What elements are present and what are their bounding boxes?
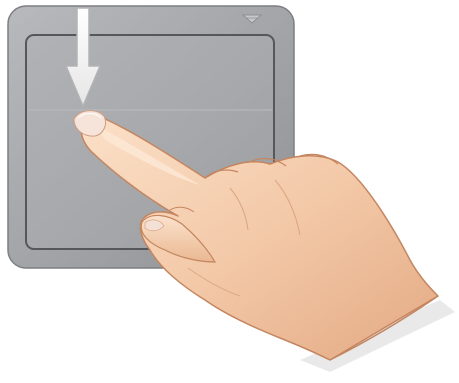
touchpad-gesture-illustration <box>0 0 459 383</box>
illustration-canvas <box>0 0 459 383</box>
